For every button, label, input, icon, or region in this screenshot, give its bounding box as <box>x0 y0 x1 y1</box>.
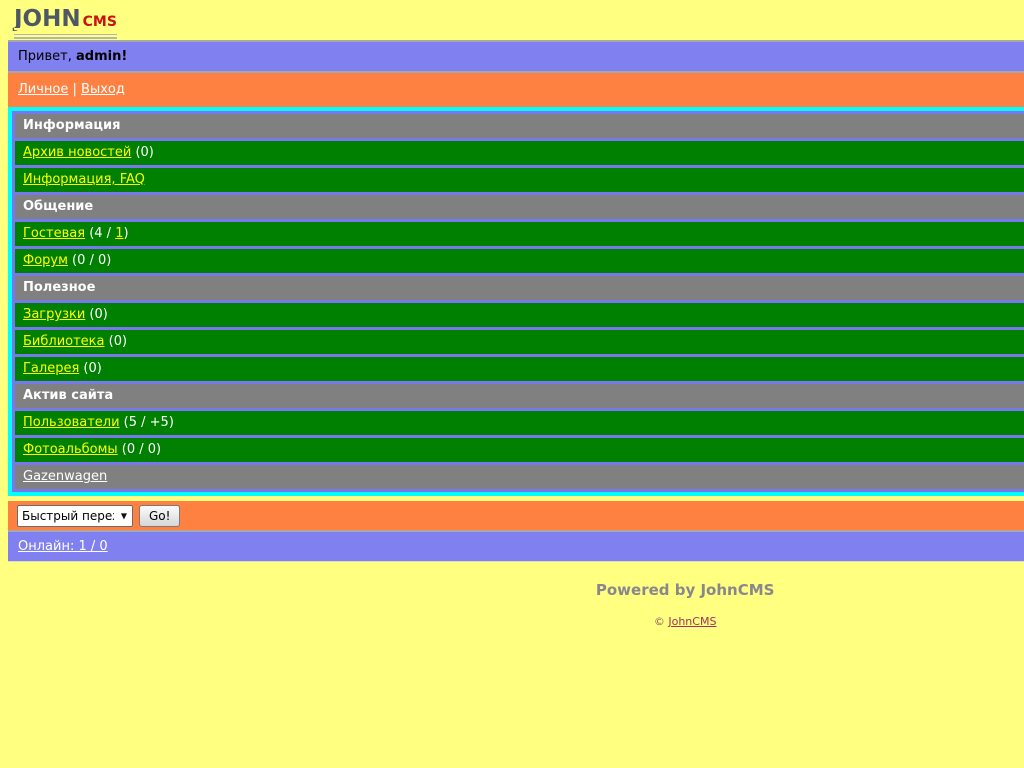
information-faq-link[interactable]: Информация, FAQ <box>23 172 145 187</box>
guestbook-link[interactable]: Гостевая <box>23 226 86 241</box>
news-archive-count: (0) <box>131 145 154 160</box>
logo-slit-line <box>14 28 117 30</box>
library-count: (0) <box>104 334 128 349</box>
forum-link[interactable]: Форум <box>23 253 68 268</box>
quick-nav-select[interactable]: Быстрый переход <box>17 504 133 527</box>
menu-row-photo-albums: Фотоальбомы (0 / 0) <box>15 438 1024 462</box>
quick-nav-bar: Быстрый переход ▼ Go! <box>8 501 1024 530</box>
guestbook-new-count-link[interactable]: 1 <box>115 226 124 241</box>
logo-john-text: JOHN <box>14 6 81 32</box>
logo-slit-line <box>14 32 117 34</box>
menu-row-gallery: Галерея (0) <box>15 357 1024 381</box>
library-link[interactable]: Библиотека <box>23 334 105 349</box>
quick-nav-select-wrap: Быстрый переход ▼ <box>17 504 133 527</box>
online-link[interactable]: Онлайн: 1 / 0 <box>18 539 108 554</box>
menu-header-site-active: Актив сайта <box>15 384 1024 408</box>
logo-cms-text: CMS <box>82 14 117 30</box>
copyright-symbol: © <box>653 615 665 628</box>
photo-albums-count: (0 / 0) <box>117 442 162 457</box>
menu-row-guestbook: Гостевая (4 / 1) <box>15 222 1024 246</box>
users-count: (5 / +5) <box>119 415 174 430</box>
menu-header-label: Актив сайта <box>23 388 114 403</box>
downloads-count: (0) <box>85 307 108 322</box>
guestbook-count-close: ) <box>123 226 129 241</box>
main-menu: Информация Архив новостей (0) Информация… <box>8 107 1024 496</box>
personal-link[interactable]: Личное <box>18 82 69 97</box>
menu-row-news-archive: Архив новостей (0) <box>15 141 1024 165</box>
gazenwagen-link[interactable]: Gazenwagen <box>23 469 108 484</box>
menu-header-label: Информация <box>23 118 121 133</box>
logo-stripes <box>14 33 117 39</box>
users-link[interactable]: Пользователи <box>23 415 120 430</box>
news-archive-link[interactable]: Архив новостей <box>23 145 132 160</box>
menu-row-library: Библиотека (0) <box>15 330 1024 354</box>
nav-separator: | <box>72 82 77 97</box>
menu-header-label: Полезное <box>23 280 96 295</box>
divider-line <box>8 40 1024 42</box>
guestbook-count: (4 / <box>85 226 116 241</box>
menu-row-information-faq: Информация, FAQ <box>15 168 1024 192</box>
menu-row-downloads: Загрузки (0) <box>15 303 1024 327</box>
menu-header-communication: Общение <box>15 195 1024 219</box>
gallery-count: (0) <box>79 361 102 376</box>
online-bar: Онлайн: 1 / 0 <box>8 532 1024 561</box>
menu-row-gazenwagen: Gazenwagen <box>15 465 1024 489</box>
logout-link[interactable]: Выход <box>81 82 125 97</box>
menu-header-label: Общение <box>23 199 94 214</box>
go-button[interactable]: Go! <box>139 504 181 527</box>
menu-row-users: Пользователи (5 / +5) <box>15 411 1024 435</box>
divider-line <box>8 71 1024 73</box>
downloads-link[interactable]: Загрузки <box>23 307 86 322</box>
copyright-johncms-link[interactable]: JohnCMS <box>668 615 717 628</box>
menu-row-forum: Форум (0 / 0) <box>15 249 1024 273</box>
greeting-prefix: Привет, <box>18 49 72 64</box>
divider-light-line <box>8 561 1024 562</box>
copyright-line: © JohnCMS <box>346 615 1024 628</box>
menu-header-useful: Полезное <box>15 276 1024 300</box>
gallery-link[interactable]: Галерея <box>23 361 80 376</box>
footer: Powered by JohnCMS © JohnCMS <box>346 581 1024 628</box>
powered-by-text: Powered by JohnCMS <box>595 581 775 599</box>
divider-line <box>8 530 1024 532</box>
menu-header-information: Информация <box>15 114 1024 138</box>
greeting-username: admin! <box>75 49 128 64</box>
forum-count: (0 / 0) <box>67 253 112 268</box>
photo-albums-link[interactable]: Фотоальбомы <box>23 442 118 457</box>
greeting-bar: Привет, admin! <box>8 42 1024 71</box>
user-nav-bar: Личное | Выход <box>8 73 1024 107</box>
